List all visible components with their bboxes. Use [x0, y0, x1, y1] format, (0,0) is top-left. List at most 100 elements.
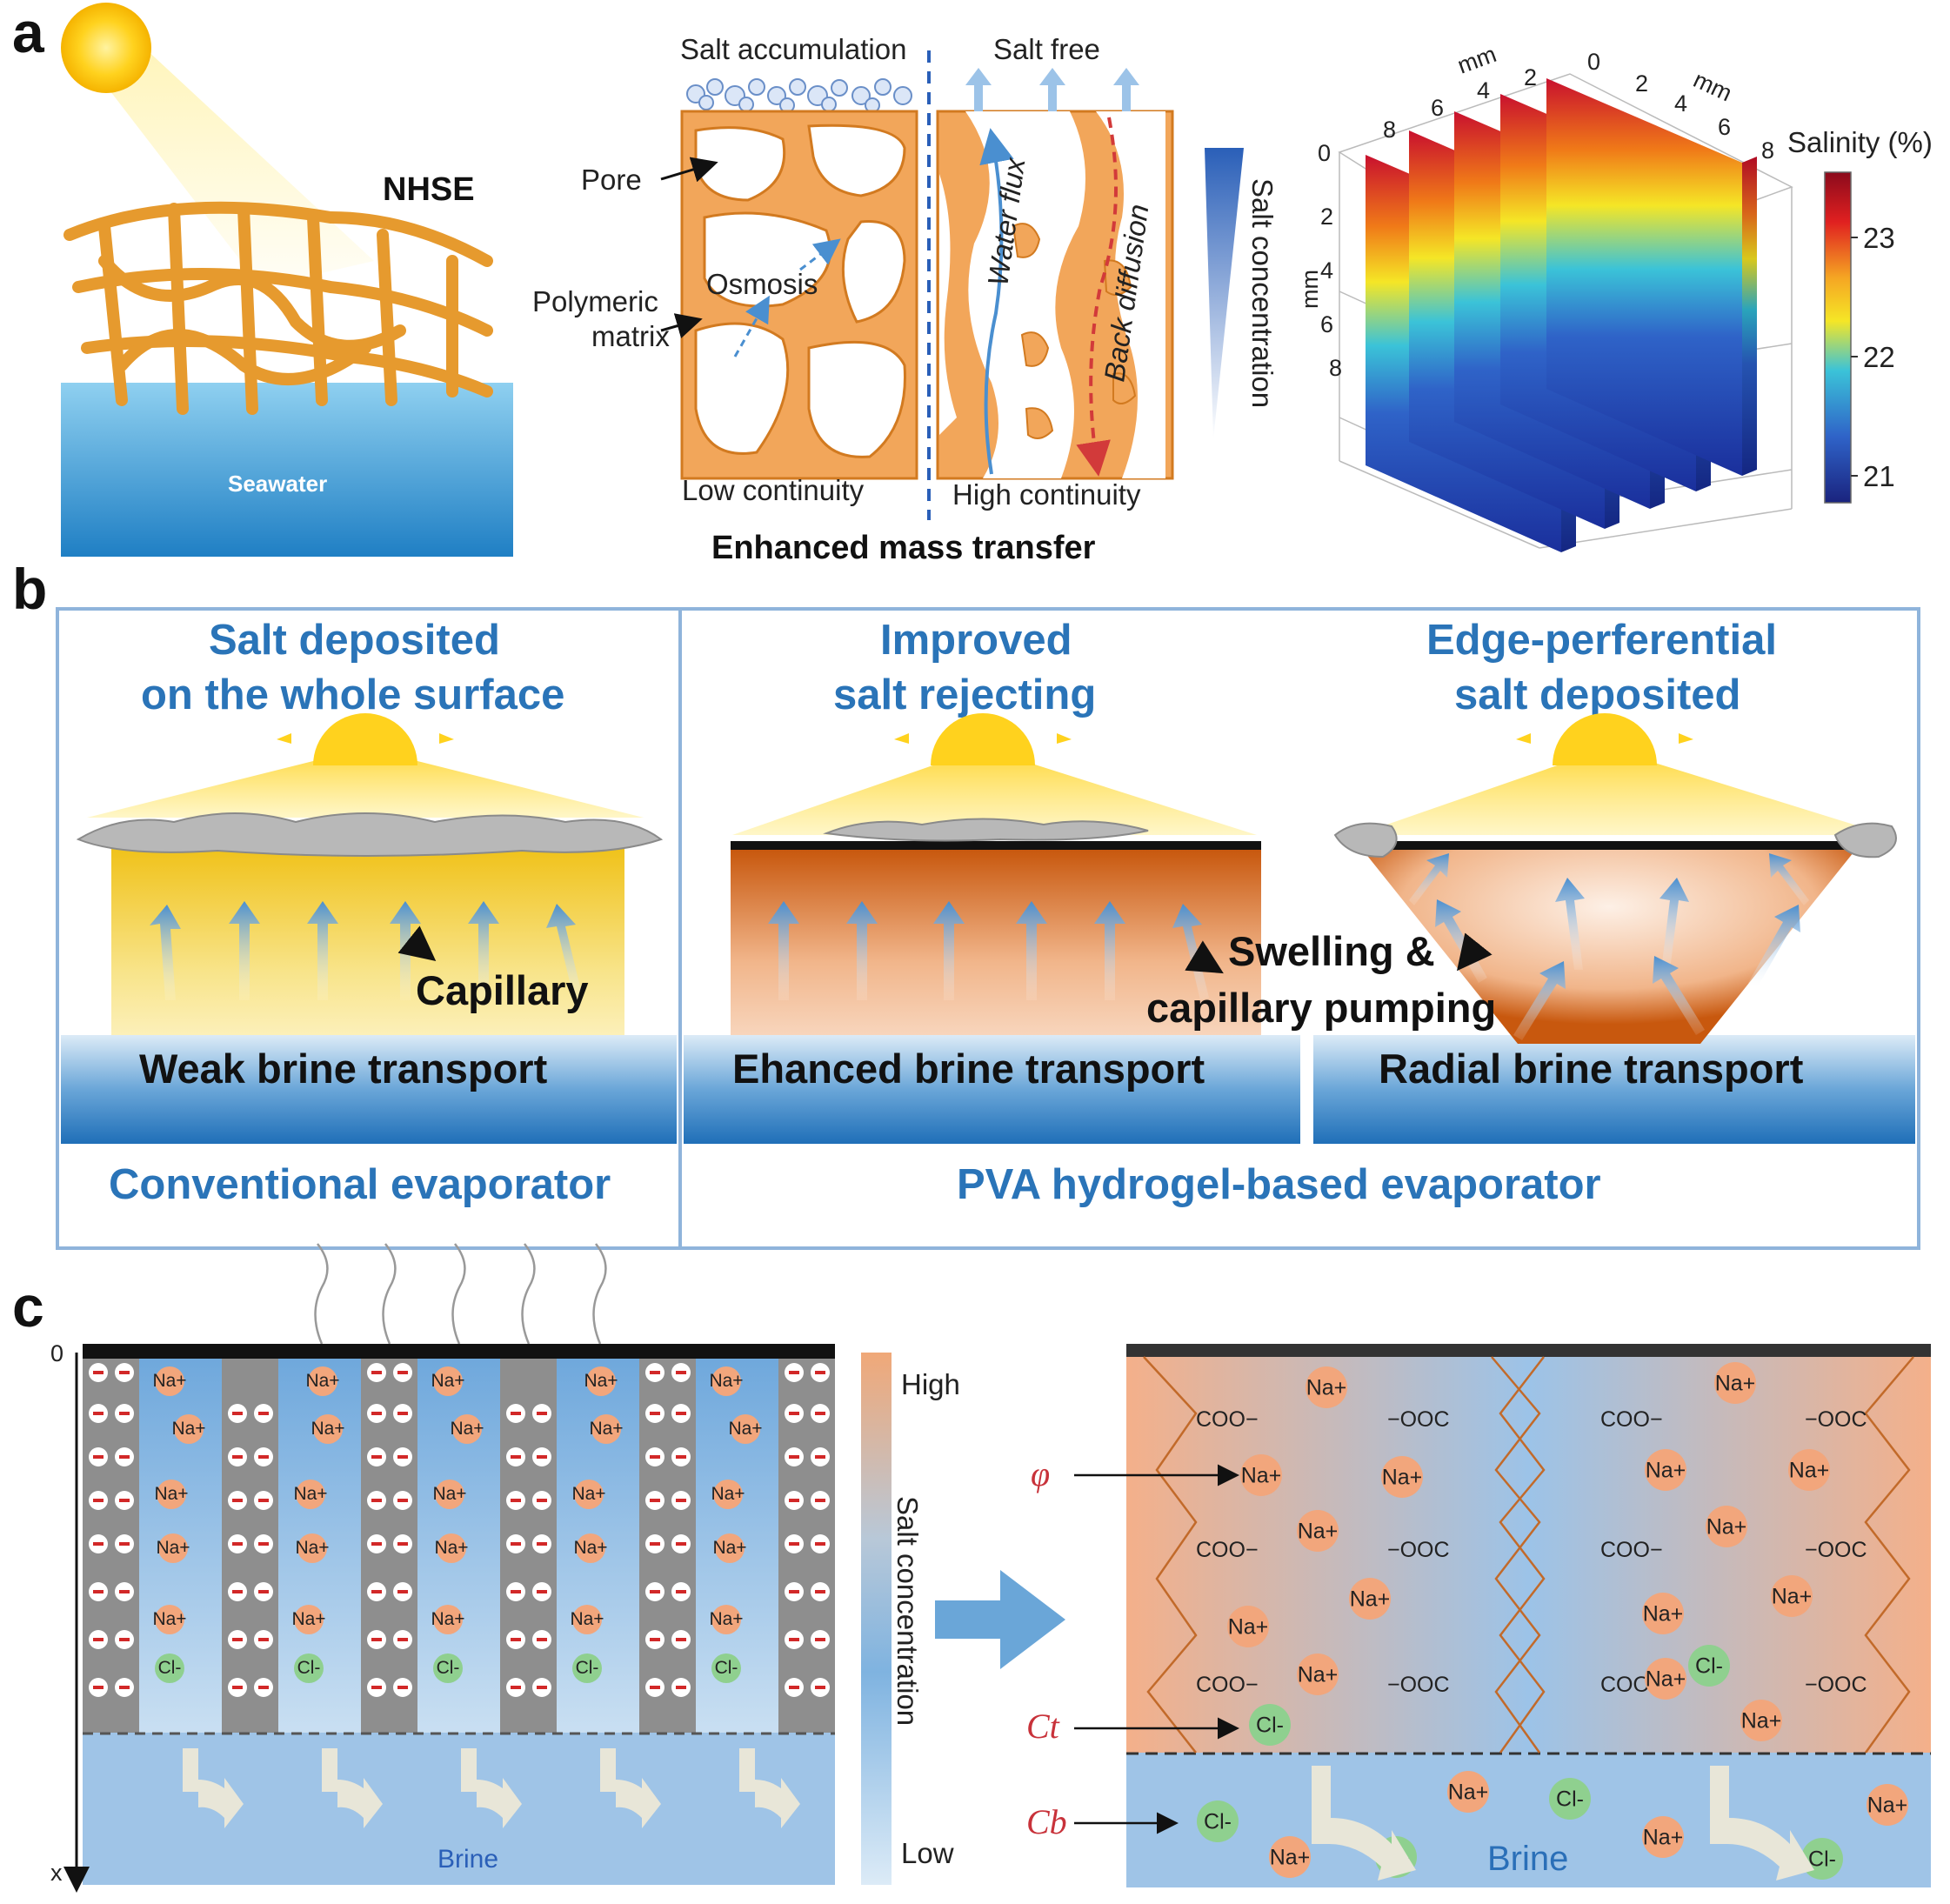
negative-charge-icon [393, 1630, 412, 1649]
concentration-scale: High Low Salt concentration [861, 1353, 960, 1885]
carboxylate-label: COO− [1600, 1407, 1663, 1432]
right-return-arrows [1312, 1766, 1814, 1881]
negative-charge-icon [89, 1534, 108, 1553]
carboxylate-label: COO− [1196, 1673, 1259, 1697]
right-axis-ticks: 0 2 4 6 8 [1587, 49, 1774, 164]
scale-title: Salt concentration [892, 1496, 924, 1726]
negative-charge-icon [506, 1630, 525, 1649]
negative-charge-icon [115, 1363, 134, 1382]
svg-text:Na+: Na+ [152, 1371, 186, 1391]
negative-charge-icon [393, 1363, 412, 1382]
polymeric-label-2: matrix [591, 320, 670, 352]
svg-text:Na+: Na+ [589, 1419, 623, 1439]
negative-charge-icon [506, 1447, 525, 1466]
sodium-ion: Na+ [570, 1605, 604, 1634]
phi-label: φ [1031, 1454, 1050, 1493]
negative-charge-icon [254, 1678, 273, 1697]
negative-charge-icon [367, 1582, 386, 1601]
sodium-ion: Na+ [728, 1414, 763, 1444]
negative-charge-icon [228, 1447, 247, 1466]
negative-charge-icon [785, 1630, 804, 1649]
svg-text:Na+: Na+ [709, 1609, 743, 1629]
origin-label: 0 [50, 1340, 63, 1366]
svg-text:6: 6 [1431, 95, 1444, 121]
svg-text:2: 2 [1524, 64, 1537, 90]
carboxylate-label: −OOC [1805, 1673, 1867, 1697]
svg-text:Na+: Na+ [1643, 1825, 1684, 1849]
col3-title-1: Edge-perferential [1426, 617, 1777, 664]
salinity-slabs [1366, 78, 1757, 552]
svg-text:Na+: Na+ [171, 1419, 205, 1439]
svg-text:Na+: Na+ [291, 1609, 325, 1629]
svg-text:Na+: Na+ [1715, 1371, 1756, 1395]
negative-charge-icon [393, 1534, 412, 1553]
negative-charge-icon [532, 1447, 551, 1466]
svg-text:0: 0 [1318, 140, 1331, 166]
polymer-chains [1143, 1356, 1914, 1754]
negative-charge-icon [228, 1582, 247, 1601]
chloride-ion: Cl- [572, 1653, 602, 1683]
negative-charge-icon [89, 1363, 108, 1382]
svg-text:Na+: Na+ [431, 1371, 464, 1391]
colorbar [1824, 171, 1852, 504]
svg-text:Cl-: Cl- [1256, 1713, 1284, 1737]
radial-column: Edge-perferential salt deposited [1300, 617, 1915, 1144]
salt-accumulation-label: Salt accumulation [680, 33, 906, 65]
negative-charge-icon [254, 1491, 273, 1510]
carboxylate-label: COO− [1196, 1538, 1259, 1562]
panel-b: b Salt deposited on the whole surface [12, 557, 1920, 1250]
top-absorber-right [1126, 1344, 1931, 1357]
absorber-layer [731, 841, 1261, 850]
col1-title-2: on the whole surface [141, 671, 564, 718]
col3-title-2: salt deposited [1454, 671, 1740, 718]
negative-charge-icon [532, 1491, 551, 1510]
sodium-ion: Na+ [571, 1480, 606, 1509]
svg-text:Na+: Na+ [156, 1538, 190, 1558]
negative-charge-icon [645, 1447, 664, 1466]
sodium-ion: Na+ [1867, 1784, 1908, 1826]
negative-charge-icon [115, 1404, 134, 1423]
hydrogel-network [1126, 1357, 1931, 1753]
negative-charge-icon [228, 1534, 247, 1553]
water-flux-arrow [979, 128, 1014, 475]
svg-text:Na+: Na+ [1350, 1587, 1391, 1611]
negative-charge-icon [228, 1630, 247, 1649]
sodium-ion: Na+ [1381, 1456, 1423, 1498]
salt-concentration-wedge [1205, 148, 1244, 439]
chloride-ion: Cl- [1801, 1838, 1843, 1880]
sodium-ion: Na+ [573, 1533, 608, 1563]
scale-low-label: Low [901, 1837, 954, 1869]
swelling-label-1: Swelling & [1228, 928, 1435, 974]
hydrogel-water [684, 1035, 1301, 1144]
sodium-ion: Na+ [1447, 1771, 1489, 1813]
sodium-ion: Na+ [156, 1533, 190, 1563]
vapor-arrows [965, 68, 1139, 111]
negative-charge-icon [785, 1678, 804, 1697]
brine-left [83, 1733, 835, 1885]
svg-text:Na+: Na+ [1270, 1845, 1311, 1869]
sodium-ion: Na+ [434, 1533, 469, 1563]
sun-icon [313, 713, 417, 765]
negative-charge-icon [89, 1582, 108, 1601]
chloride-ion: Cl- [711, 1653, 741, 1683]
right-hydrogel-schematic: COO−−OOCCOO−−OOCCOO−−OOCCOO−−OOCCOO−−OOC… [1026, 1344, 1931, 1887]
sodium-ion: Na+ [311, 1414, 345, 1444]
panel-a: a NHSE Seawater Salt accumulation Salt f… [12, 0, 1933, 566]
svg-text:4: 4 [1674, 90, 1687, 117]
salinity-slab [1546, 78, 1742, 476]
sodium-ion: Na+ [152, 1605, 187, 1634]
col1-title-1: Salt deposited [209, 617, 500, 664]
left-channel-schematic: Na+ Na+ Na+ Na+ Na+ Cl- Na+ Na+ Na+ Na+ Na+ Cl- Na+ N… [50, 1340, 835, 1893]
sodium-ion: Na+ [711, 1480, 745, 1509]
salt-free-label: Salt free [993, 33, 1100, 65]
negative-charge-icon [671, 1404, 691, 1423]
panel-letter-c: c [12, 1274, 44, 1339]
negative-charge-icon [393, 1582, 412, 1601]
x-axis-label: x [50, 1860, 63, 1886]
conical-hydrogel [1361, 848, 1857, 1044]
sodium-ion: Na+ [305, 1366, 340, 1396]
swelling-label-2: capillary pumping [1146, 985, 1496, 1031]
salt-crystals [686, 78, 912, 113]
panel-c: c Na+ Na+ Na+ Na+ Na+ Cl- Na+ Na+ Na+ Na+ Na+ Cl- [12, 1243, 1931, 1893]
negative-charge-icon [367, 1404, 386, 1423]
